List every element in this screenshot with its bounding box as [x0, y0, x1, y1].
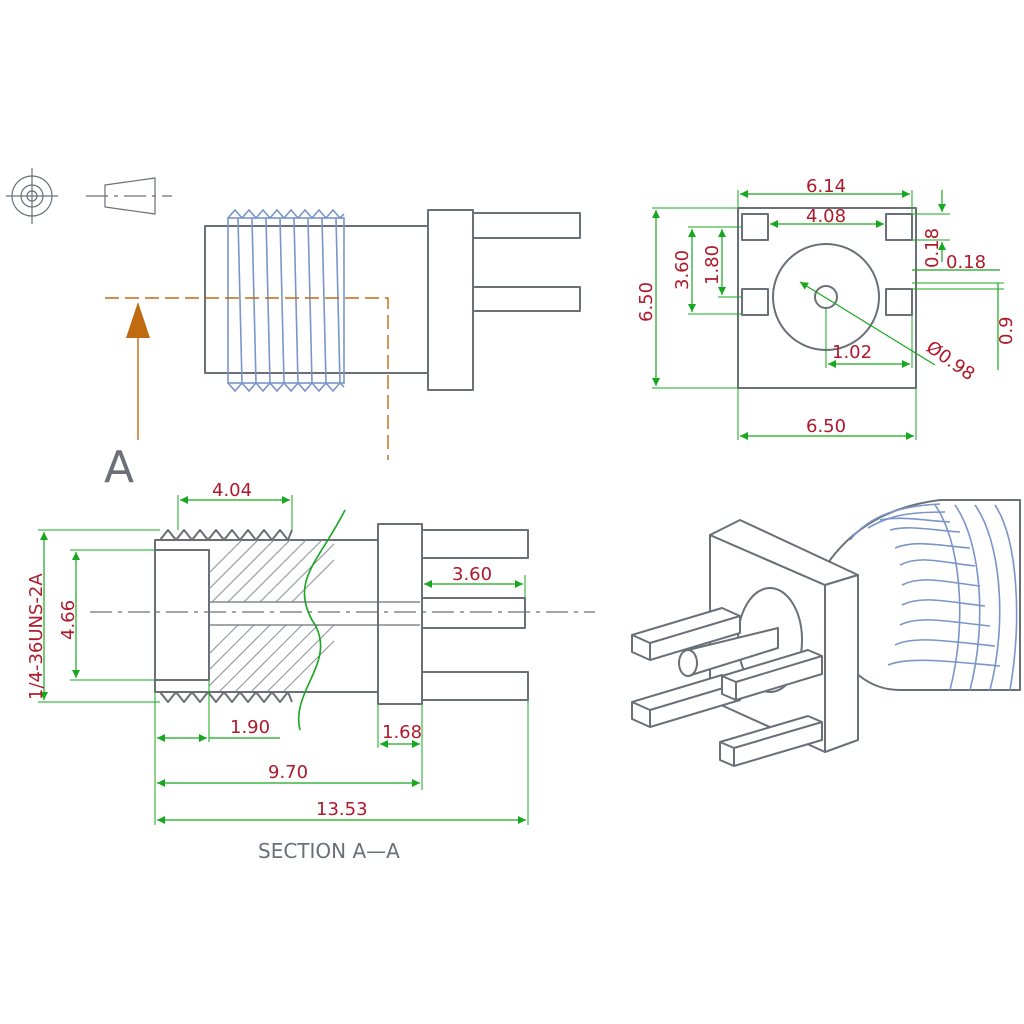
section-break-line: [297, 509, 346, 731]
dim-inner-height: 3.60: [672, 250, 693, 290]
front-flange: [427, 209, 474, 391]
section-flange: [377, 523, 423, 705]
section-thread-bot: [159, 691, 293, 703]
section-thread-top: [159, 529, 293, 541]
iso-leg-top-right: [721, 649, 823, 701]
isometric-view: [631, 499, 1021, 767]
dim-bore-dia: 4.66: [58, 600, 79, 640]
dim-center-offset: 1.02: [832, 342, 872, 363]
iso-leg-top-left: [631, 607, 741, 661]
end-pin-bl: [741, 288, 769, 316]
section-marker-label: A: [104, 442, 134, 493]
dim-pin-height: 0.18: [946, 252, 986, 273]
section-view: 4.04 1/4-36UNS-2A 4.66 3.60 1.90: [26, 480, 595, 863]
section-hatching: [209, 540, 334, 691]
section-cut-line: A: [104, 297, 389, 493]
front-thread: [227, 208, 345, 393]
dim-bore-depth: 1.90: [230, 717, 270, 738]
end-pin-tl: [741, 213, 769, 241]
dim-bottom-width: 6.50: [806, 416, 846, 437]
section-bore: [154, 549, 210, 681]
dim-right-height: 0.9: [996, 316, 1017, 345]
end-pin-tr: [885, 213, 913, 241]
dim-pin-pitch: 4.08: [806, 206, 846, 227]
front-pin-mid: [469, 286, 581, 312]
front-pin-top: [469, 212, 581, 239]
iso-flange-edge: [824, 574, 859, 753]
dim-left-height: 6.50: [636, 282, 657, 322]
dim-pin-width: 0.18: [922, 228, 943, 268]
section-pin-top: [419, 529, 529, 559]
end-dimensions: 6.14 4.08 0.18 0.18 0.9 6.50: [636, 176, 1017, 440]
dim-half-height: 1.80: [702, 245, 723, 285]
thread-spec-label: 1/4-36UNS-2A: [26, 573, 47, 700]
end-view: 6.14 4.08 0.18 0.18 0.9 6.50: [636, 176, 1017, 440]
section-arrow-icon: [126, 302, 150, 338]
projection-symbol: [6, 168, 172, 224]
dim-top-width: 6.14: [806, 176, 846, 197]
dim-hole-dia: Ø0.98: [922, 337, 978, 385]
front-view: A: [104, 208, 581, 493]
section-dimensions: 4.04 1/4-36UNS-2A 4.66 3.60 1.90: [26, 480, 529, 825]
dim-pin-length: 3.60: [452, 564, 492, 585]
end-pin-br: [885, 288, 913, 316]
dim-overall-length: 13.53: [316, 799, 368, 820]
section-pin-bot: [419, 671, 529, 701]
dim-flange-thickness: 1.68: [382, 722, 422, 743]
projection-cone-icon: [86, 177, 172, 215]
dim-body-length: 9.70: [268, 762, 308, 783]
dim-thread-length: 4.04: [212, 480, 252, 501]
section-title: SECTION A—A: [258, 839, 400, 863]
projection-circle-icon: [6, 168, 58, 224]
section-pin-mid: [419, 597, 526, 629]
iso-barrel: [829, 499, 1021, 691]
